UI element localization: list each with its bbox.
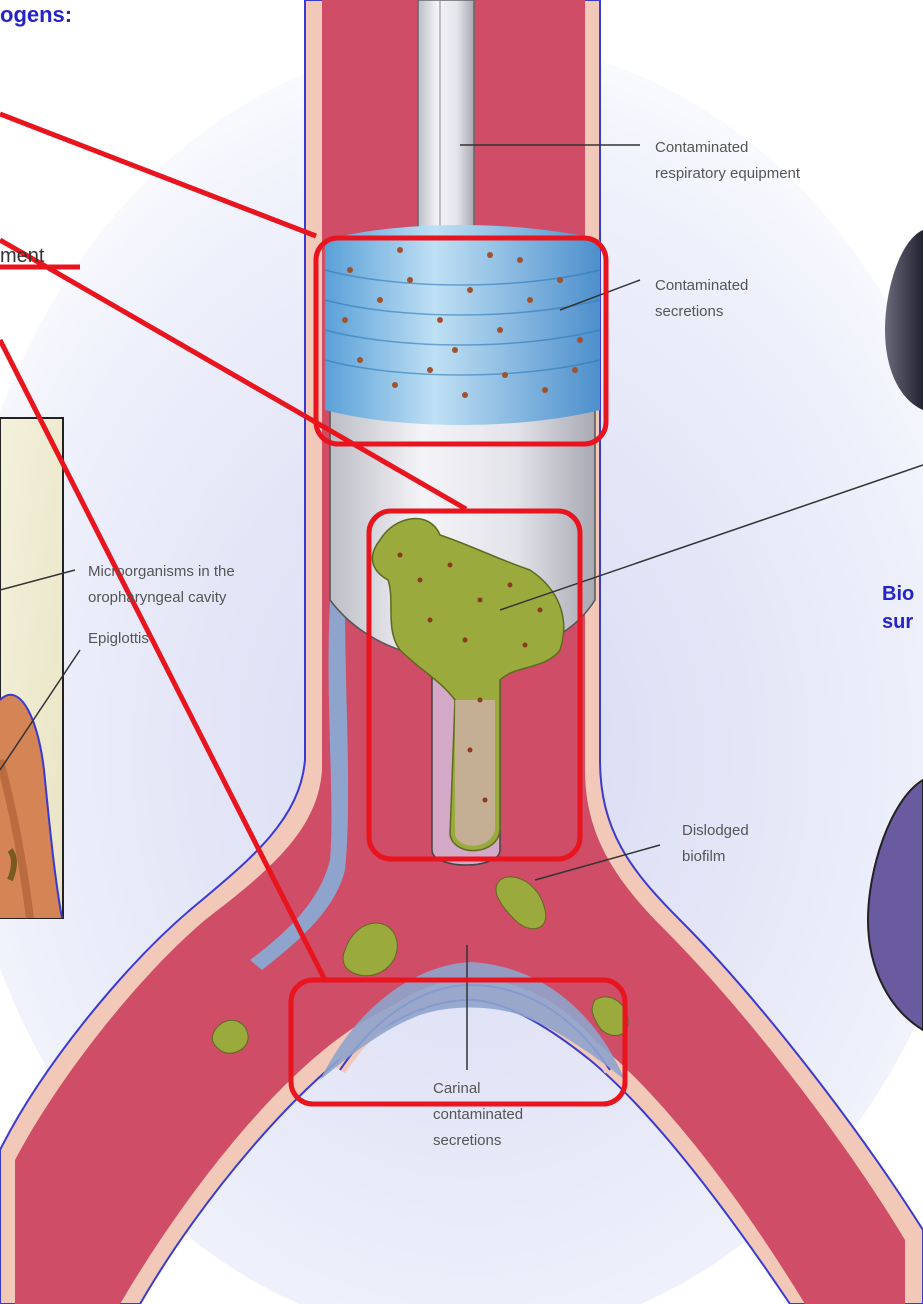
right-text-line1: Bio [882,583,914,605]
oropharynx-inset [0,418,63,918]
label-secretions-line2: secretions [655,303,723,320]
label-equipment-line2: respiratory equipment [655,165,801,182]
label-carinal-line1: Carinal [433,1080,481,1097]
right-text-line2: sur [882,611,913,633]
contaminated-cuff [325,225,600,425]
label-secretions-line1: Contaminated [655,277,748,294]
label-microorganisms-line1: Microorganisms in the [88,563,235,580]
label-dislodged-line2: biofilm [682,848,725,865]
label-epiglottis: Epiglottis [88,630,149,647]
label-carinal-line3: secretions [433,1132,501,1149]
label-equipment-line1: Contaminated [655,139,748,156]
header-title-fragment: ogens: [0,2,72,27]
label-carinal-line2: contaminated [433,1106,523,1123]
left-text-fragment: ment [0,245,45,267]
label-dislodged-line1: Dislodged [682,822,749,839]
label-microorganisms-line2: oropharyngeal cavity [88,589,227,606]
